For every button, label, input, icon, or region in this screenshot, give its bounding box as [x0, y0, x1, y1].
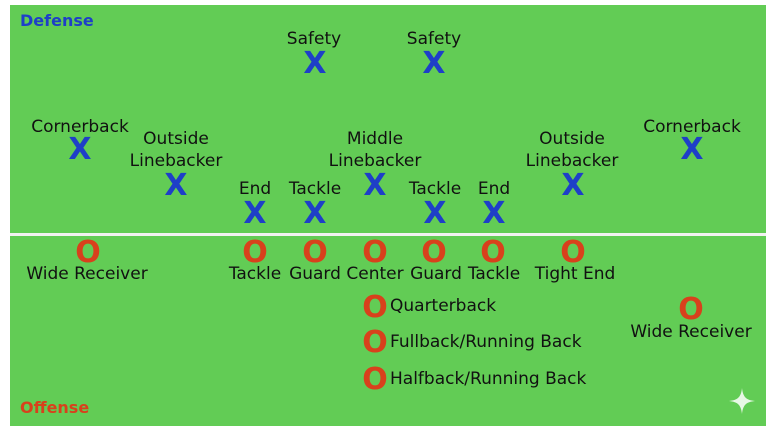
wide-receiver-right-label: Wide Receiver — [630, 322, 752, 342]
wide-receiver-left-label: Wide Receiver — [26, 264, 148, 284]
outside-linebacker-right-marker: X — [561, 168, 585, 203]
wide-receiver-left-marker: O — [75, 235, 101, 270]
outside-linebacker-left-marker: X — [164, 168, 188, 203]
football-field: Defense Offense Safety Safety Cornerback… — [10, 5, 766, 426]
guard-right-marker: O — [421, 235, 447, 270]
tackle-left-label: Tackle — [288, 179, 342, 199]
offense-title: Offense — [20, 398, 90, 417]
tight-end-marker: O — [560, 235, 586, 270]
center-label: Center — [346, 264, 404, 284]
cornerback-right-label: Cornerback — [643, 117, 741, 137]
tackle-right-marker: X — [423, 196, 447, 231]
fullback-marker: O — [362, 325, 388, 360]
safety-right-marker: X — [422, 46, 446, 81]
sparkle-icon — [729, 388, 755, 414]
quarterback-marker: O — [362, 290, 388, 325]
tackle-right-label: Tackle — [408, 179, 462, 199]
cornerback-left-marker: X — [68, 132, 92, 167]
halfback-label: Halfback/Running Back — [390, 369, 587, 389]
tackle-right-label: Tackle — [467, 264, 521, 284]
safety-right-label: Safety — [406, 29, 462, 49]
outside-linebacker-right-label: Outside Linebacker — [525, 129, 619, 171]
defense-title: Defense — [20, 11, 94, 30]
fullback-label: Fullback/Running Back — [390, 332, 582, 352]
halfback-marker: O — [362, 362, 388, 397]
end-left-label: End — [238, 179, 272, 199]
guard-left-label: Guard — [289, 264, 341, 284]
tight-end-label: Tight End — [534, 264, 616, 284]
cornerback-right-marker: X — [680, 132, 704, 167]
tackle-left-marker: X — [303, 196, 327, 231]
middle-linebacker-label: Middle Linebacker — [328, 129, 422, 171]
tackle-left-marker: O — [242, 235, 268, 270]
line-of-scrimmage — [10, 233, 766, 236]
tackle-right-marker: O — [480, 235, 506, 270]
tackle-left-label: Tackle — [228, 264, 282, 284]
end-left-marker: X — [243, 196, 267, 231]
wide-receiver-right-marker: O — [678, 292, 704, 327]
guard-right-label: Guard — [410, 264, 462, 284]
end-right-marker: X — [482, 196, 506, 231]
outside-linebacker-left-label: Outside Linebacker — [129, 129, 223, 171]
quarterback-label: Quarterback — [390, 296, 497, 316]
guard-left-marker: O — [302, 235, 328, 270]
end-right-label: End — [477, 179, 511, 199]
cornerback-left-label: Cornerback — [31, 117, 129, 137]
middle-linebacker-marker: X — [363, 168, 387, 203]
safety-left-marker: X — [303, 46, 327, 81]
center-marker: O — [362, 235, 388, 270]
safety-left-label: Safety — [286, 29, 342, 49]
